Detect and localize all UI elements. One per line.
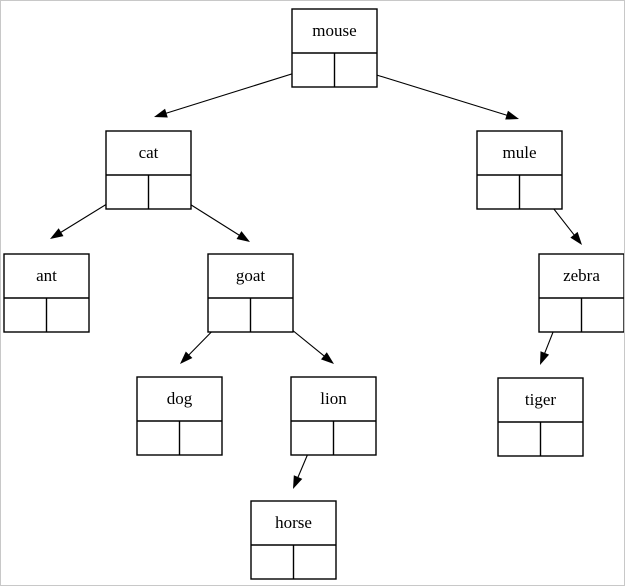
tree-node-horse[interactable]: horse	[250, 500, 337, 580]
node-left-pointer-cell[interactable]	[291, 421, 334, 455]
node-right-pointer-cell[interactable]	[294, 545, 337, 579]
node-right-pointer-cell[interactable]	[334, 421, 377, 455]
node-left-pointer-cell[interactable]	[539, 298, 582, 332]
arrowhead-icon	[293, 475, 303, 489]
arrowhead-icon	[540, 351, 550, 365]
node-right-pointer-cell[interactable]	[520, 175, 563, 209]
node-right-pointer-cell[interactable]	[541, 422, 584, 456]
node-label: ant	[36, 266, 57, 285]
tree-node-goat[interactable]: goat	[207, 253, 294, 333]
node-label: horse	[275, 513, 312, 532]
node-left-pointer-cell[interactable]	[106, 175, 149, 209]
edge-shaft	[353, 67, 509, 117]
tree-node-cat[interactable]: cat	[105, 130, 192, 210]
node-left-pointer-cell[interactable]	[137, 421, 180, 455]
tree-node-dog[interactable]: dog	[136, 376, 223, 456]
node-left-pointer-cell[interactable]	[292, 53, 335, 87]
node-label: lion	[320, 389, 347, 408]
nodes-layer: mouse cat mule ant goat zebra dog lion tiger hors…	[3, 8, 625, 580]
node-label: mouse	[312, 21, 356, 40]
node-label: dog	[167, 389, 193, 408]
node-left-pointer-cell[interactable]	[498, 422, 541, 456]
arrowhead-icon	[505, 110, 519, 120]
node-label: tiger	[525, 390, 556, 409]
node-left-pointer-cell[interactable]	[208, 298, 251, 332]
tree-node-mule[interactable]: mule	[476, 130, 563, 210]
tree-edge-mouse-mule	[353, 67, 519, 120]
arrowhead-icon	[321, 352, 334, 364]
node-right-pointer-cell[interactable]	[251, 298, 294, 332]
node-label: zebra	[563, 266, 600, 285]
tree-node-ant[interactable]: ant	[3, 253, 90, 333]
node-left-pointer-cell[interactable]	[477, 175, 520, 209]
node-left-pointer-cell[interactable]	[251, 545, 294, 579]
node-label: cat	[139, 143, 159, 162]
arrowhead-icon	[180, 351, 193, 364]
arrowhead-icon	[570, 231, 582, 245]
arrowhead-icon	[236, 231, 250, 242]
node-right-pointer-cell[interactable]	[149, 175, 192, 209]
tree-node-lion[interactable]: lion	[290, 376, 377, 456]
tree-node-tiger[interactable]: tiger	[497, 377, 584, 457]
node-right-pointer-cell[interactable]	[582, 298, 625, 332]
arrowhead-icon	[50, 228, 64, 239]
edge-shaft	[164, 66, 315, 115]
node-left-pointer-cell[interactable]	[4, 298, 47, 332]
node-right-pointer-cell[interactable]	[180, 421, 223, 455]
tree-node-zebra[interactable]: zebra	[538, 253, 625, 333]
arrowhead-icon	[154, 108, 168, 118]
node-right-pointer-cell[interactable]	[47, 298, 90, 332]
tree-edge-mouse-cat	[154, 66, 315, 118]
node-label: mule	[503, 143, 537, 162]
node-right-pointer-cell[interactable]	[335, 53, 378, 87]
node-label: goat	[236, 266, 266, 285]
tree-node-mouse[interactable]: mouse	[291, 8, 378, 88]
